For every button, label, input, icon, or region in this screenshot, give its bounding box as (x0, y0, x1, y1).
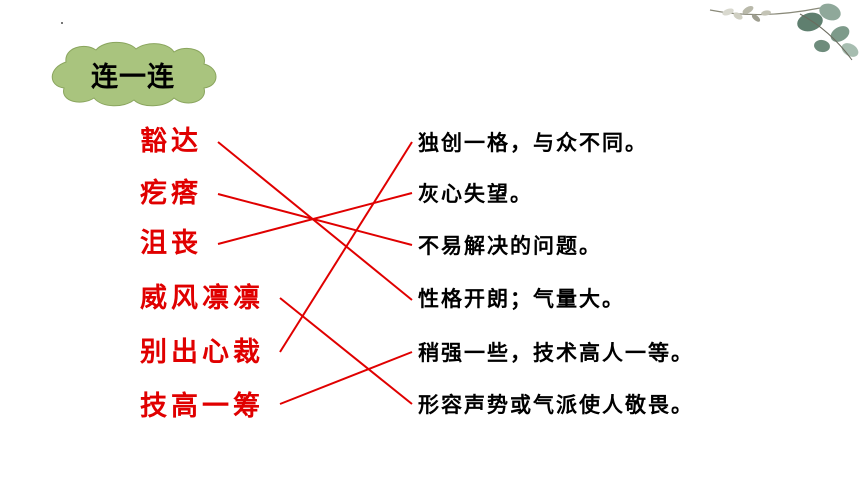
left-word: 技高一筹 (140, 391, 264, 422)
right-definition: 独创一格，与众不同。 (418, 130, 648, 155)
title-cloud-badge: 连一连 (44, 40, 222, 108)
match-line (279, 351, 413, 405)
right-definition: 性格开朗；气量大。 (418, 286, 625, 311)
left-word: 疙瘩 (140, 178, 202, 209)
left-word: 沮丧 (140, 228, 202, 259)
right-definition: 灰心失望。 (418, 181, 533, 206)
leaves-decoration (709, 3, 859, 61)
left-word: 威风凛凛 (140, 283, 264, 314)
right-definition: 形容声势或气派使人敬畏。 (418, 392, 694, 417)
cloud-shape (51, 41, 217, 107)
page-title: 连一连 (91, 61, 175, 93)
left-word: 别出心裁 (140, 337, 264, 368)
right-definition: 不易解决的问题。 (418, 233, 602, 258)
corner-dot (61, 22, 63, 24)
match-line (279, 297, 413, 405)
match-line (217, 141, 413, 301)
match-line (217, 192, 413, 245)
right-definition: 稍强一些，技术高人一等。 (418, 340, 694, 365)
match-line (279, 141, 413, 353)
left-word: 豁达 (140, 126, 202, 157)
